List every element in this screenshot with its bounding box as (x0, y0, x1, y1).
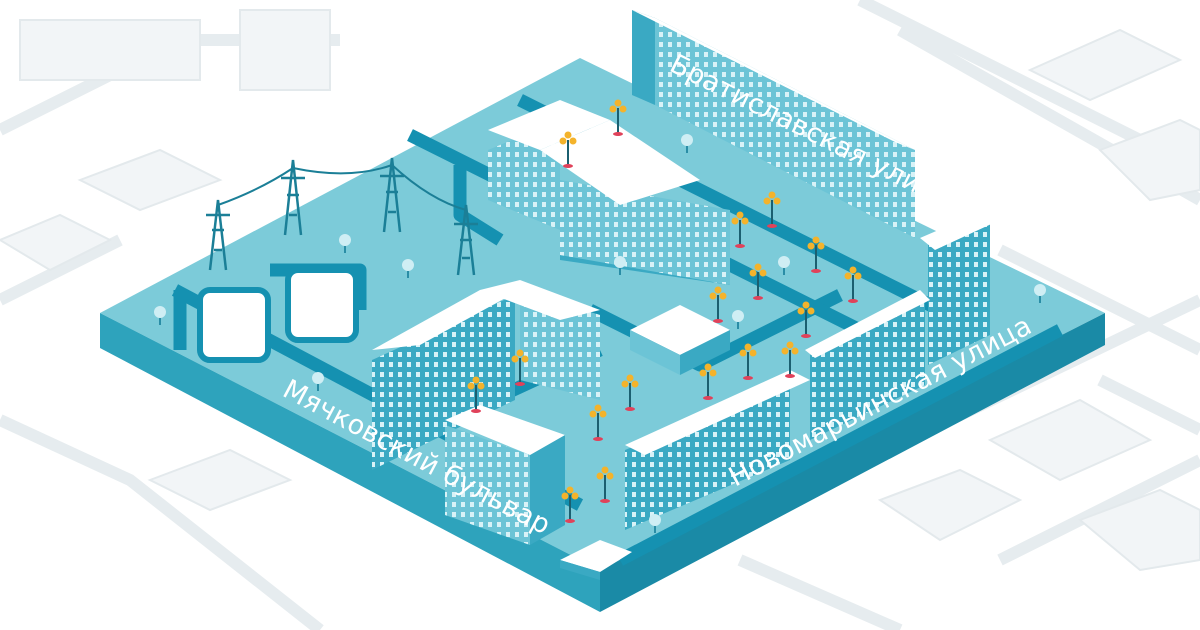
street-lamp-icon (559, 131, 577, 168)
street-lamp-icon (589, 404, 607, 441)
street-lamp-icon (731, 211, 749, 248)
street-lamp-icon (609, 99, 627, 136)
street-lamp-icon (511, 349, 529, 386)
tree-icon (312, 372, 324, 391)
street-lamps (467, 99, 862, 523)
building-north-tall (632, 10, 915, 238)
building-southeast (625, 290, 930, 530)
street-lamp-icon (797, 301, 815, 338)
building-north-wing (488, 100, 730, 285)
road-novomarinskaya (616, 324, 1064, 566)
street-lamp-icon (739, 343, 757, 380)
tree-icon (154, 306, 166, 325)
tree-icon (778, 256, 790, 275)
building-east (920, 210, 1000, 365)
background-blocks (0, 9, 1200, 572)
street-lamp-icon (781, 341, 799, 378)
street-lamp-icon (596, 466, 614, 503)
tree-icon (681, 134, 693, 153)
tree-icon (402, 259, 414, 278)
power-lines (217, 164, 467, 211)
power-tower-icon (281, 159, 305, 236)
tree-icon (614, 256, 626, 275)
street-lamp-icon (844, 266, 862, 303)
power-tower-icon (380, 157, 404, 233)
tree-icon (649, 514, 661, 533)
building-center-low (630, 305, 730, 375)
street-lamp-icon (699, 363, 717, 400)
street-lamp-icon (749, 263, 767, 300)
substation (197, 267, 359, 363)
tree-icon (339, 234, 351, 253)
street-lamp-icon (763, 191, 781, 228)
street-lamp-icon (561, 486, 579, 523)
power-tower-icon (206, 199, 230, 271)
power-tower-icon (454, 204, 478, 276)
tree-icon (1034, 284, 1046, 303)
tree-icon (732, 310, 744, 329)
pavilion-south (560, 540, 632, 580)
building-south-wing (445, 405, 565, 545)
trees (154, 134, 1046, 533)
building-southwest-l (372, 280, 600, 470)
street-lamp-icon (621, 374, 639, 411)
street-lamp-icon (467, 376, 485, 413)
street-lamp-icon (807, 236, 825, 273)
street-lamp-icon (709, 286, 727, 323)
